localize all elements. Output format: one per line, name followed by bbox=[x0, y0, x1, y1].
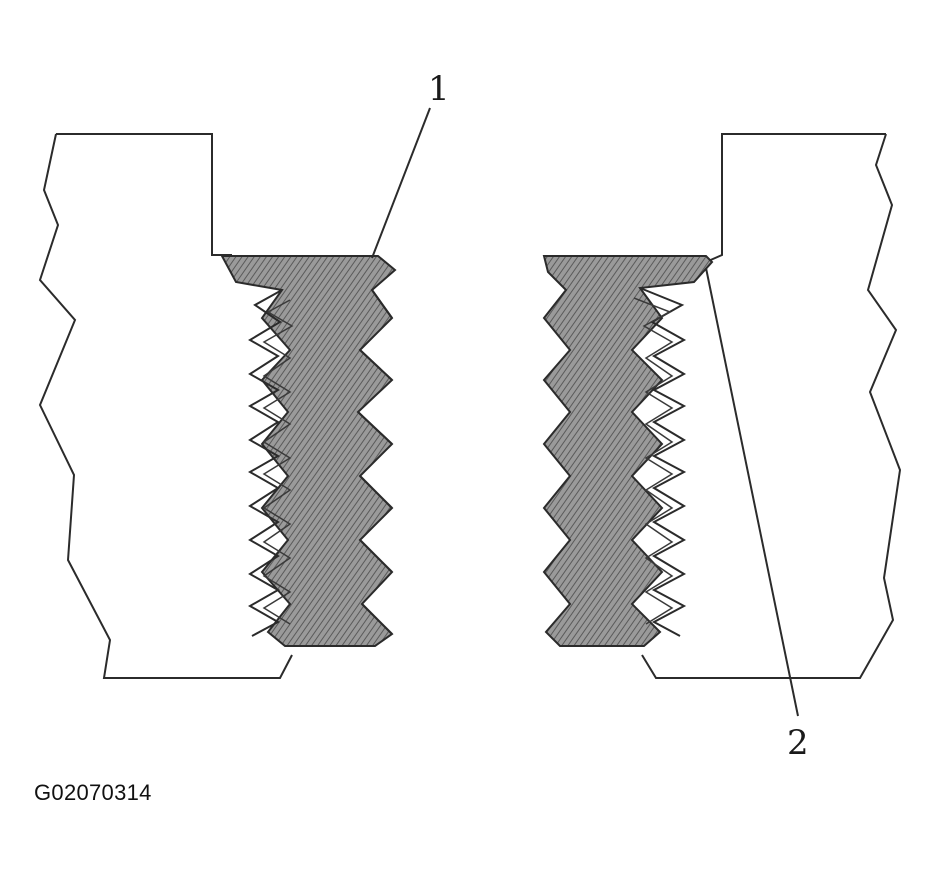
right-sealant-body bbox=[542, 255, 714, 647]
right-workpiece-outline bbox=[641, 133, 902, 679]
right-thread-inner bbox=[633, 297, 674, 625]
left-sealant-body bbox=[220, 255, 397, 647]
left-workpiece-outline bbox=[38, 133, 293, 679]
callout-1-leader bbox=[371, 107, 431, 259]
left-workpiece bbox=[38, 133, 293, 679]
left-thread-inner bbox=[262, 299, 294, 625]
callout-1-label: 1 bbox=[428, 69, 450, 109]
figure-id-label: G02070314 bbox=[34, 780, 152, 805]
left-bolt-sealant bbox=[220, 255, 397, 647]
callout-2-label: 2 bbox=[787, 723, 809, 763]
left-thread-outline bbox=[247, 289, 283, 637]
right-thread-outline bbox=[639, 287, 687, 637]
right-bolt-sealant bbox=[542, 255, 714, 647]
right-workpiece bbox=[641, 133, 902, 679]
callout-2-leader bbox=[705, 267, 799, 717]
left-crest-lines bbox=[357, 289, 393, 635]
